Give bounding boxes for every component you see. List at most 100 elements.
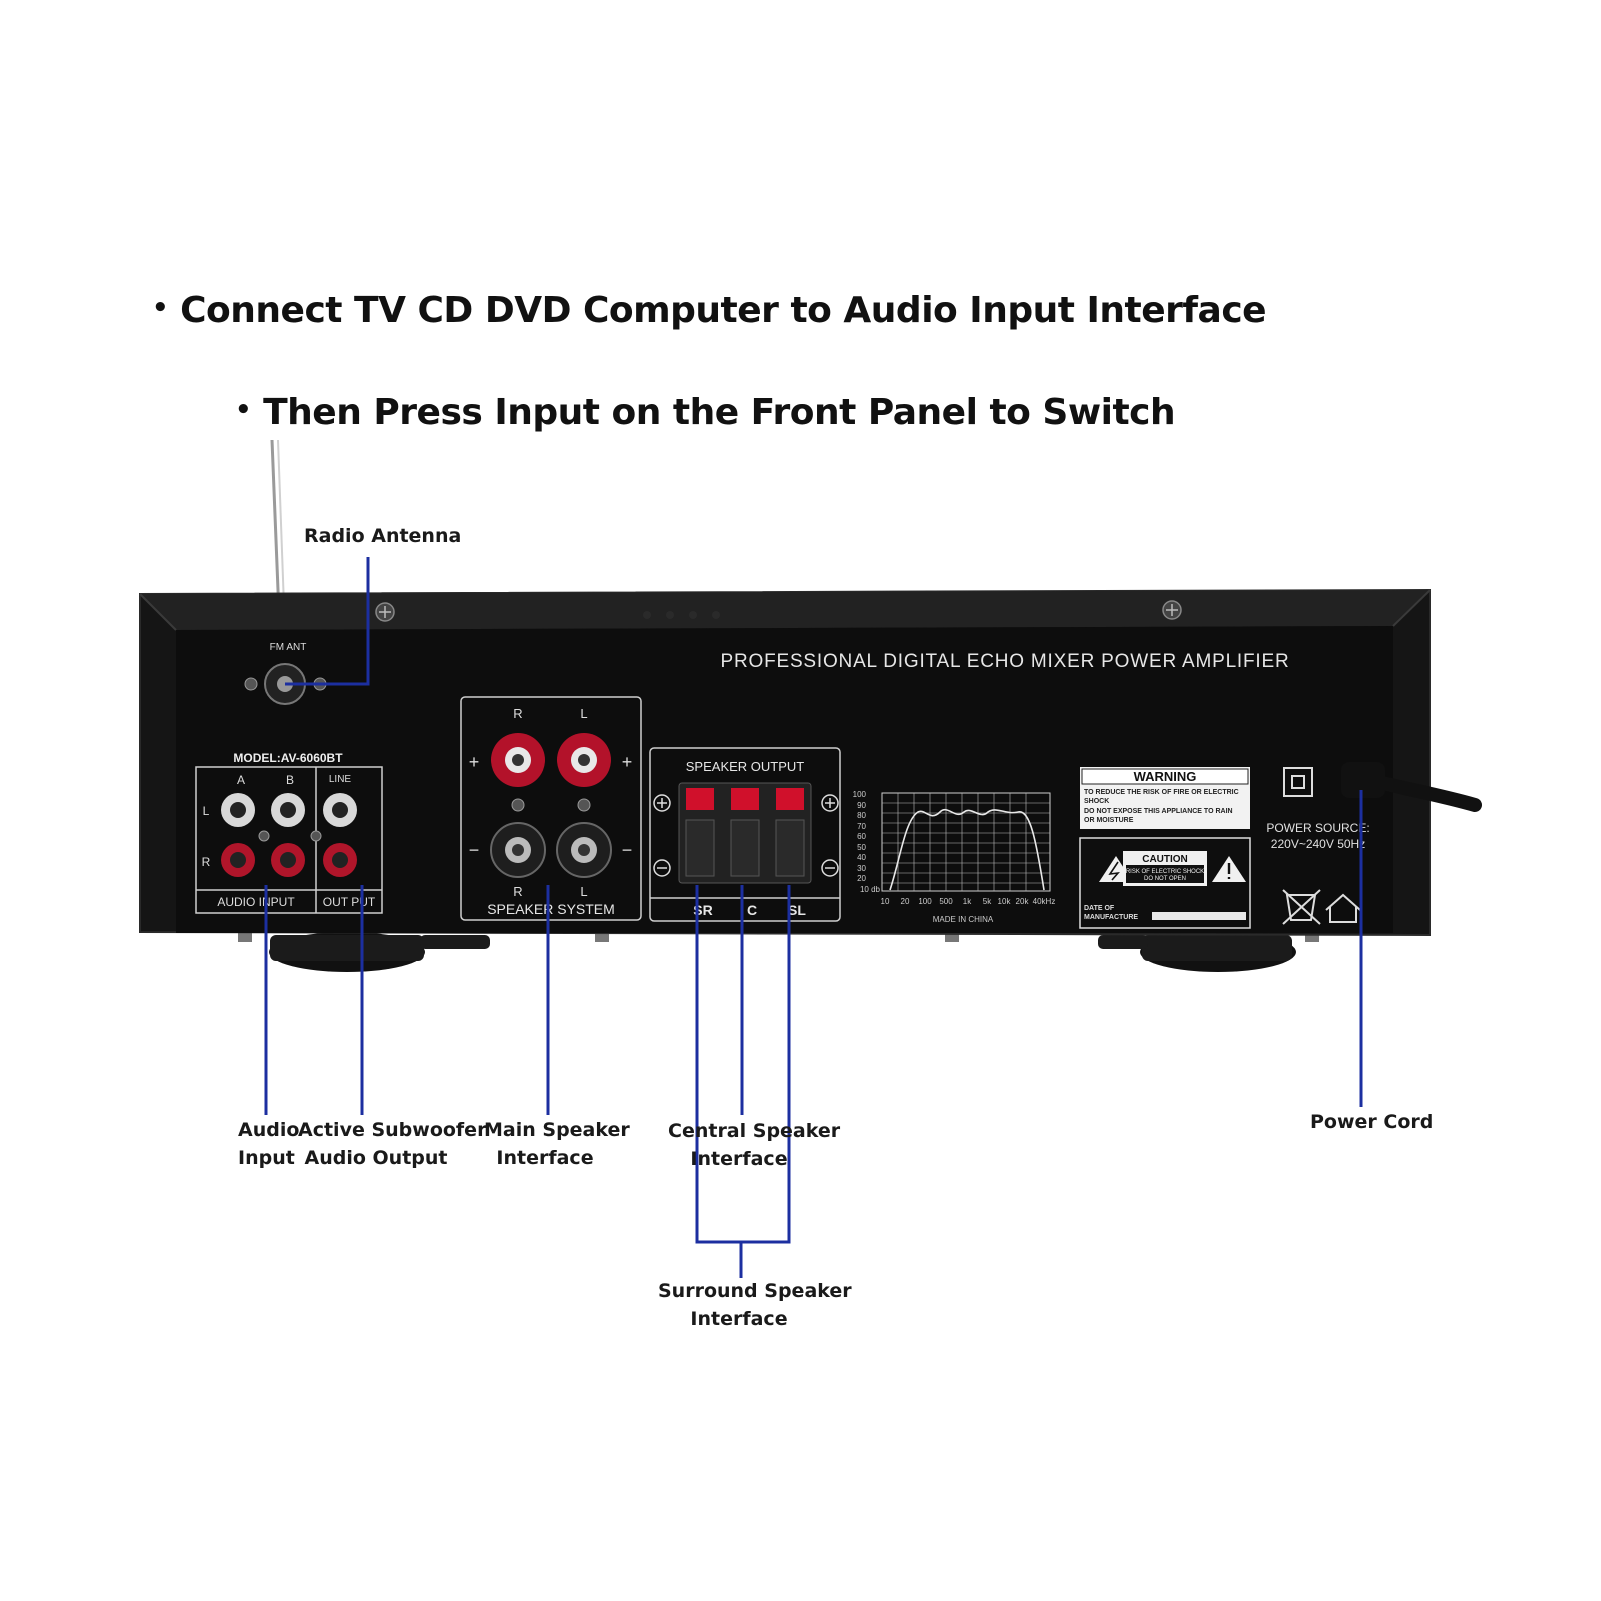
callout-radio-antenna: Radio Antenna [304,525,462,547]
callout-central-speaker-line1: Central Speaker [668,1120,841,1142]
headline-line-1: •Connect TV CD DVD Computer to Audio Inp… [152,290,1267,331]
model-label: MODEL:AV-6060BT [233,751,343,765]
callout-subwoofer-line1: Active Subwoofer [298,1119,487,1141]
callout-surround-speaker-line1: Surround Speaker [658,1280,852,1302]
speaker-system-label: SPEAKER SYSTEM [487,901,615,917]
spk-label-r-top: R [513,706,522,721]
caution-text-1: RISK OF ELECTRIC SHOCK [1126,869,1204,875]
y-tick: 40 [857,853,866,862]
warning-text-4: OR MOISTURE [1084,817,1134,824]
rca-jack-b-l[interactable] [271,793,305,827]
rca-screw-2 [310,830,322,842]
leader-lines [264,557,1363,1278]
chassis-top-bevel [140,590,1430,630]
callout-main-speaker-line2: Interface [496,1147,594,1169]
foot-screw-3 [945,932,959,942]
x-tick: 40kHz [1033,897,1056,906]
x-tick: 10k [998,897,1012,906]
spk-screw-1 [511,798,525,812]
binding-post-r-minus[interactable] [490,822,546,878]
binding-post-l-minus[interactable] [556,822,612,878]
headline-line-2: •Then Press Input on the Front Panel to … [235,392,1176,433]
x-tick: 20k [1016,897,1030,906]
binding-post-r-plus[interactable] [491,733,545,787]
foot-screw-4 [1305,932,1319,942]
foot-right-body [1142,935,1292,961]
callout-surround-speaker: Surround Speaker Interface [658,1277,852,1333]
callout-main-speaker: Main Speaker Interface [484,1116,630,1172]
rca-jack-a-r[interactable] [221,843,255,877]
warning-text-2: SHOCK [1084,798,1109,805]
x-tick: 500 [939,897,953,906]
rca-jack-a-l[interactable] [221,793,255,827]
foot-screw-1 [238,932,252,942]
speaker-output-label: SPEAKER OUTPUT [686,759,805,774]
foot-screw-2 [595,932,609,942]
frequency-graph [881,792,1051,892]
headline-text-2: Then Press Input on the Front Panel to S… [263,392,1176,433]
date-field [1152,912,1246,920]
plus-marker-right [821,794,839,812]
headline-text-1: Connect TV CD DVD Computer to Audio Inpu… [180,290,1267,331]
y-tick: 30 [857,864,866,873]
made-in-label: MADE IN CHINA [933,915,994,924]
callout-central-speaker: Central Speaker Interface [668,1117,841,1173]
spk-label-l-top: L [580,706,587,721]
x-tick: 5k [983,897,992,906]
warning-text-1: TO REDUCE THE RISK OF FIRE OR ELECTRIC [1084,789,1239,796]
y-tick: 90 [857,801,866,810]
binding-post-l-plus[interactable] [557,733,611,787]
spk-screw-2 [577,798,591,812]
frequency-response-curve [889,808,1045,891]
y-tick: 20 [857,874,866,883]
rca-label-a: A [237,773,245,787]
speaker-output-box [649,747,841,922]
rca-jack-line-r[interactable] [323,843,357,877]
spk-minus-left: − [469,840,480,860]
spk-label-r-bottom: R [513,884,522,899]
leader-surround-speaker [695,885,791,1244]
chassis-edge-left [139,593,177,631]
spring-clip-sr[interactable] [685,788,715,877]
rca-jack-line-l[interactable] [323,793,357,827]
callout-central-speaker-line2: Interface [690,1148,788,1170]
callout-main-speaker-line1: Main Speaker [484,1119,630,1141]
speaker-system-box [460,696,642,921]
callout-audio-input: Audio Input [238,1116,300,1172]
warning-title-bar [1081,768,1249,785]
plus-glyph-left [657,798,667,808]
double-insulation-inner [1291,775,1305,789]
callout-power-cord: Power Cord [1310,1111,1434,1133]
spring-clip-sl[interactable] [775,788,805,877]
speaker-output-sl: SL [788,902,806,918]
rca-label-r: R [202,855,211,869]
fm-screw-left [244,677,258,691]
power-source-spec: 220V~240V 50Hz [1271,837,1365,851]
lightning-bolt-icon [1108,861,1120,881]
screw-top-right [1162,600,1182,620]
panel-title: PROFESSIONAL DIGITAL ECHO MIXER POWER AM… [721,651,1290,672]
date-label-1: DATE OF [1084,905,1115,912]
callout-audio-input-line1: Audio [238,1119,300,1141]
double-insulation-icon [1283,767,1313,797]
y-tick: 60 [857,832,866,841]
spk-plus-right: + [622,752,633,772]
callout-subwoofer-line2: Audio Output [304,1147,448,1169]
caution-title: CAUTION [1142,854,1188,865]
spring-clip-c[interactable] [730,788,760,877]
indoor-use-icon [1325,893,1361,923]
x-tick: 10 [881,897,890,906]
spk-label-l-bottom: L [580,884,587,899]
x-tick: 1k [963,897,972,906]
warning-title: WARNING [1134,769,1197,784]
weee-bin-icon [1282,889,1321,925]
plus-glyph-right [825,798,835,808]
caution-inner [1126,865,1204,883]
power-source-label: POWER SOURCE: [1266,821,1369,835]
chassis-edge-right [1392,589,1431,627]
graph-x-ticks: 10 20 100 500 1k 5k 10k 20k 40kHz [881,897,1056,906]
leader-radio-antenna [285,557,370,686]
spk-minus-right: − [622,840,633,860]
rca-jack-b-r[interactable] [271,843,305,877]
